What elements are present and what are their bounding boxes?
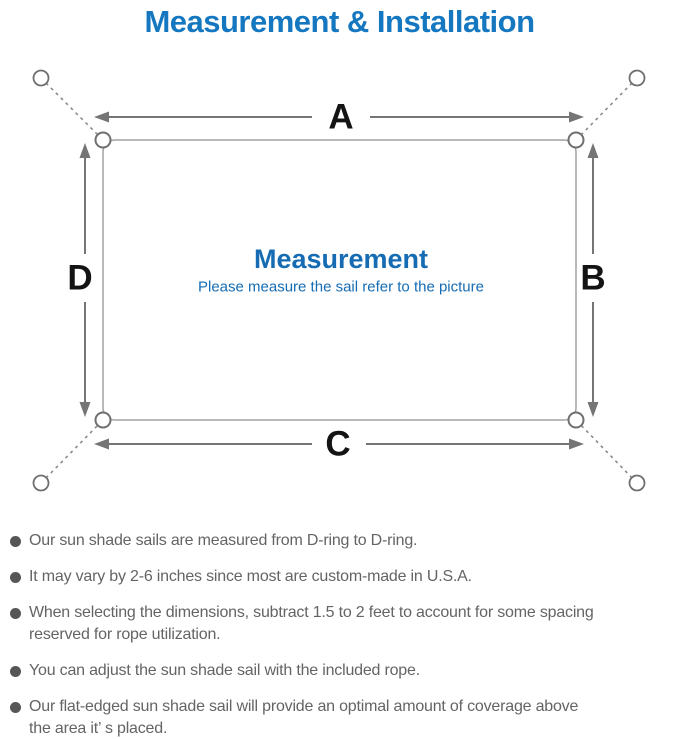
- bullet-line: the area it’ s placed.: [29, 720, 168, 737]
- dimension-arrow-d: [79, 143, 91, 417]
- bullet-dot-icon: [10, 608, 21, 619]
- bullet-line: When selecting the dimensions, subtract …: [29, 604, 594, 621]
- sail-rectangle: [102, 139, 577, 421]
- bullet-dot-icon: [10, 702, 21, 713]
- anchor-line-bottom-right: [575, 419, 638, 484]
- measurement-subheading: Please measure the sail refer to the pic…: [198, 279, 484, 296]
- arrowhead-up-icon: [79, 143, 91, 158]
- list-item: It may vary by 2-6 inches since most are…: [10, 566, 675, 588]
- measurement-diagram: A C D B Measurement Please measure the s…: [32, 69, 646, 492]
- list-item: Our flat-edged sun shade sail will provi…: [10, 696, 675, 739]
- anchor-line-bottom-left: [40, 419, 104, 484]
- bullet-text: Our flat-edged sun shade sail will provi…: [29, 696, 578, 739]
- dimension-arrow-b: [587, 143, 599, 417]
- anchor-point-bottom-right-icon: [628, 474, 646, 492]
- d-ring-top-left-icon: [94, 131, 112, 149]
- arrowhead-left-icon: [94, 438, 109, 450]
- instruction-list: Our sun shade sails are measured from D-…: [0, 520, 679, 739]
- anchor-line-top-right: [575, 77, 638, 141]
- label-b: B: [580, 259, 605, 298]
- page-title: Measurement & Installation: [144, 4, 535, 39]
- bullet-line: Our sun shade sails are measured from D-…: [29, 532, 418, 549]
- bullet-text: You can adjust the sun shade sail with t…: [29, 660, 420, 682]
- anchor-point-bottom-left-icon: [32, 474, 50, 492]
- arrowhead-right-icon: [569, 438, 584, 450]
- bullet-text: Our sun shade sails are measured from D-…: [29, 530, 417, 552]
- anchor-point-top-left-icon: [32, 69, 50, 87]
- d-ring-top-right-icon: [567, 131, 585, 149]
- list-item: Our sun shade sails are measured from D-…: [10, 530, 675, 552]
- dimension-arrow-c: [94, 438, 584, 450]
- arrowhead-right-icon: [569, 111, 584, 123]
- d-ring-bottom-right-icon: [567, 411, 585, 429]
- anchor-line-top-left: [40, 77, 104, 141]
- label-d: D: [67, 259, 92, 298]
- dimension-arrow-a: [94, 111, 584, 123]
- bullet-line: reserved for rope utilization.: [29, 626, 221, 643]
- bullet-line: You can adjust the sun shade sail with t…: [29, 662, 420, 679]
- bullet-line: Our flat-edged sun shade sail will provi…: [29, 698, 579, 715]
- list-item: You can adjust the sun shade sail with t…: [10, 660, 675, 682]
- bullet-dot-icon: [10, 536, 21, 547]
- bullet-dot-icon: [10, 666, 21, 677]
- anchor-point-top-right-icon: [628, 69, 646, 87]
- bullet-dot-icon: [10, 572, 21, 583]
- bullet-text: It may vary by 2-6 inches since most are…: [29, 566, 472, 588]
- arrowhead-left-icon: [94, 111, 109, 123]
- arrowhead-up-icon: [587, 143, 599, 158]
- header: Measurement & Installation: [0, 0, 679, 60]
- d-ring-bottom-left-icon: [94, 411, 112, 429]
- label-c: C: [325, 425, 350, 464]
- list-item: When selecting the dimensions, subtract …: [10, 602, 675, 646]
- bullet-line: It may vary by 2-6 inches since most are…: [29, 568, 472, 585]
- label-a: A: [328, 98, 353, 137]
- arrowhead-down-icon: [587, 402, 599, 417]
- arrowhead-down-icon: [79, 402, 91, 417]
- measurement-heading: Measurement: [254, 244, 428, 274]
- bullet-text: When selecting the dimensions, subtract …: [29, 602, 594, 646]
